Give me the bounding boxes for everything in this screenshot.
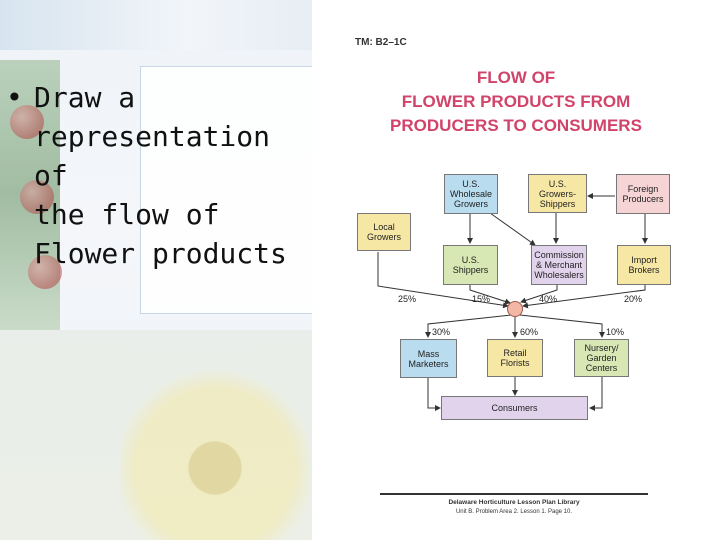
node-local-growers: Local Growers: [357, 213, 411, 251]
node-import-brokers: Import Brokers: [617, 245, 671, 285]
background-berry: [10, 105, 44, 139]
arrow-brokers-to-hub: [522, 284, 646, 309]
diagram-title: FLOW OF FLOWER PRODUCTS FROM PRODUCERS T…: [312, 66, 720, 138]
background-top-strip: [0, 0, 312, 50]
node-mass-marketers: Mass Marketers: [400, 339, 457, 378]
arrow-shippers-to-hub: [469, 285, 511, 305]
node-nursery-garden-centers: Nursery/ Garden Centers: [574, 339, 629, 377]
background-panel: [140, 66, 314, 314]
background-berry: [20, 180, 54, 214]
tm-label: TM: B2–1C: [355, 37, 407, 48]
arrow-hub-to-mass: [425, 314, 512, 338]
title-line-2: FLOWER PRODUCTS FROM: [401, 92, 631, 111]
inflow-percent-commission: 40%: [539, 294, 558, 304]
node-us-growers-shippers: U.S. Growers- Shippers: [528, 174, 587, 213]
outflow-percent-mass: 30%: [432, 327, 451, 337]
title-line-1: FLOW OF: [476, 68, 556, 87]
bullet-point: • Draw a representation of the flow of F…: [6, 78, 306, 273]
title-line-3: PRODUCERS TO CONSUMERS: [390, 116, 642, 135]
node-foreign-producers: Foreign Producers: [616, 174, 670, 214]
footer-library: Delaware Horticulture Lesson Plan Librar…: [448, 499, 580, 506]
footer-reference: Unit B. Problem Area 2. Lesson 1. Page 1…: [455, 509, 573, 515]
node-consumers: Consumers: [441, 396, 588, 420]
bullet-text: Draw a representation of the flow of Flo…: [34, 81, 287, 270]
inflow-percent-brokers: 20%: [624, 294, 643, 304]
arrow-hub-to-nursery: [519, 314, 605, 338]
node-commission-wholesalers: Commission & Merchant Wholesalers: [531, 245, 587, 285]
background-flower: [120, 360, 310, 540]
background-berry: [28, 255, 62, 289]
arrow-wholesale-to-commission: [489, 212, 536, 246]
distribution-hub: [507, 301, 523, 317]
arrow-local-to-hub: [377, 252, 509, 309]
outflow-percent-florists: 60%: [520, 327, 539, 337]
inflow-percent-shippers: 15%: [472, 294, 491, 304]
node-retail-florists: Retail Florists: [487, 339, 543, 377]
node-us-shippers: U.S. Shippers: [443, 245, 498, 285]
arrow-nursery-to-consumers: [589, 377, 603, 411]
node-us-wholesale-growers: U.S. Wholesale Growers: [444, 174, 498, 214]
bullet-marker: •: [6, 81, 23, 114]
inflow-percent-local: 25%: [398, 294, 417, 304]
outflow-percent-nursery: 10%: [606, 327, 625, 337]
arrow-mass-to-consumers: [427, 378, 441, 411]
arrow-commission-to-hub: [520, 284, 558, 304]
footer-rule: [380, 493, 648, 495]
